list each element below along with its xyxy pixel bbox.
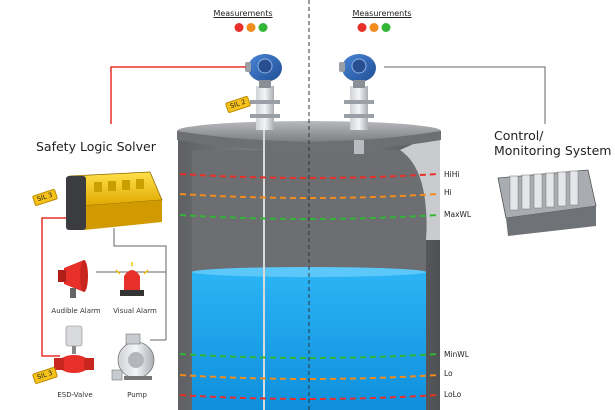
left-transmitter [245, 54, 282, 130]
left-measurement-dots [234, 23, 268, 32]
tank-liquid [192, 272, 426, 410]
tank-roof [177, 121, 441, 141]
link-logic-solver-to-valve [41, 217, 70, 357]
control-system-label-line2: Monitoring System [494, 143, 612, 158]
safety-logic-solver-label: Safety Logic Solver [36, 139, 156, 154]
link-transmitter-to-logic-solver [110, 66, 246, 124]
right-measurements-label: Measurements [352, 9, 412, 18]
status-dot-orange [369, 23, 379, 32]
visual-alarm-label: Visual Alarm [113, 307, 157, 315]
control-system-label-line1: Control/ [494, 128, 544, 143]
tank-cutaway-edge [400, 132, 440, 240]
status-dot-orange [246, 23, 256, 32]
probe-rod [263, 128, 265, 410]
level-line-hi [179, 193, 439, 199]
control-system-hardware [497, 169, 597, 236]
link-logic-solver-to-devices [113, 228, 167, 340]
audible-alarm-label: Audible Alarm [51, 307, 101, 315]
level-line-lo [179, 374, 439, 380]
esd-valve-label: ESD-Valve [57, 391, 93, 399]
pump-label: Pump [127, 391, 147, 399]
visual-alarm-icon [115, 262, 149, 296]
audible-alarm-icon [58, 260, 88, 298]
status-dot-red [357, 23, 367, 32]
liquid-surface [192, 267, 426, 277]
status-dot-red [234, 23, 244, 32]
level-line-maxwl [179, 214, 439, 220]
level-line-lolo [179, 394, 439, 400]
level-line-minwl [179, 353, 439, 359]
status-dot-green [381, 23, 391, 32]
logic-solver-hardware [66, 171, 163, 230]
level-label-hihi: HiHi [444, 170, 460, 179]
pump-icon [111, 333, 155, 381]
level-label-minwl: MinWL [444, 350, 469, 359]
link-transmitter-to-control-system [384, 66, 546, 124]
level-label-lo: Lo [444, 369, 453, 378]
right-transmitter [339, 54, 376, 130]
level-label-maxwl: MaxWL [444, 210, 472, 219]
level-label-lolo: LoLo [444, 390, 462, 399]
right-measurement-dots [357, 23, 391, 32]
status-dot-green [258, 23, 268, 32]
esd-valve-icon [54, 325, 94, 373]
left-measurements-label: Measurements [213, 9, 273, 18]
radar-horn [354, 140, 364, 154]
tank-roof-rim [177, 131, 441, 151]
level-line-hihi [179, 173, 439, 179]
level-label-hi: Hi [444, 188, 452, 197]
level-lines [179, 173, 439, 400]
